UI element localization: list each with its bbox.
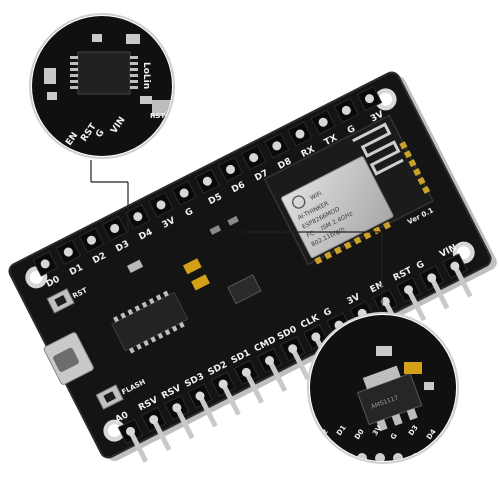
smd-component	[92, 34, 102, 42]
micro-usb-port	[43, 332, 94, 385]
header-pin	[233, 359, 265, 404]
module-pads	[314, 141, 431, 265]
pin-label: G	[184, 207, 195, 219]
header-pin	[55, 239, 82, 265]
header-pin	[395, 276, 427, 322]
header-pin	[279, 335, 311, 381]
mounting-hole	[103, 419, 126, 442]
zoom-smd-component	[424, 382, 434, 390]
smd-resistor	[209, 224, 222, 235]
zoom-rst-label: RST	[150, 112, 165, 120]
smd-resistor	[227, 215, 239, 226]
smd-component	[140, 96, 152, 104]
header-pin	[210, 371, 241, 416]
zoom-callout-bottom-right: AMS1117 D2D1D03VGD3D4	[243, 231, 459, 464]
header-pin	[217, 156, 244, 183]
header-pin	[164, 394, 195, 440]
header-pin	[356, 85, 383, 112]
header-pin	[240, 144, 267, 171]
tantalum-capacitor	[182, 258, 202, 275]
zoom-header-pin	[321, 453, 331, 461]
header-pin	[78, 227, 105, 254]
zoom-pin-label: G	[389, 432, 399, 442]
pin-label: G	[415, 259, 426, 271]
header-pin	[32, 251, 58, 277]
header-pin	[442, 253, 473, 298]
zoom-header-pin	[429, 453, 439, 461]
pin-label: G	[322, 307, 333, 319]
header-pin	[125, 203, 151, 230]
zoom-pin-label: G	[94, 128, 106, 140]
header-pin	[287, 121, 313, 147]
header-pin	[101, 215, 128, 242]
usb-serial-chip	[111, 290, 189, 354]
header-pin	[187, 383, 218, 428]
header-pin	[256, 347, 288, 392]
header-pin	[264, 133, 290, 159]
header-pin	[140, 406, 172, 452]
tantalum-capacitor	[191, 274, 210, 291]
wifi-logo-icon	[292, 195, 306, 209]
smd-component	[47, 92, 57, 100]
header-pin	[310, 109, 336, 136]
crystal	[127, 259, 144, 274]
smd-component	[44, 68, 56, 84]
zoom-tantalum-capacitor	[404, 362, 422, 374]
antenna-trace	[352, 122, 404, 176]
header-pin	[333, 97, 360, 124]
mounting-hole	[374, 88, 397, 111]
header-pin	[148, 192, 174, 218]
zoom-header-pin	[375, 453, 385, 461]
smd-component	[126, 34, 140, 44]
header-pin	[418, 265, 450, 310]
pin-label: G	[346, 124, 357, 136]
pin-header-top	[32, 85, 383, 277]
module-fcc-text: FC	[306, 230, 316, 240]
header-pin	[117, 418, 149, 463]
zoom-smd-component	[376, 346, 392, 356]
voltage-regulator	[227, 274, 262, 305]
header-pin	[171, 180, 197, 206]
zoom-lolin-label: LoLin	[141, 62, 151, 89]
header-pin	[194, 168, 221, 195]
module-wifi-text: WiFi	[309, 190, 323, 202]
zoom-regulator-chip: AMS1117	[356, 365, 423, 432]
